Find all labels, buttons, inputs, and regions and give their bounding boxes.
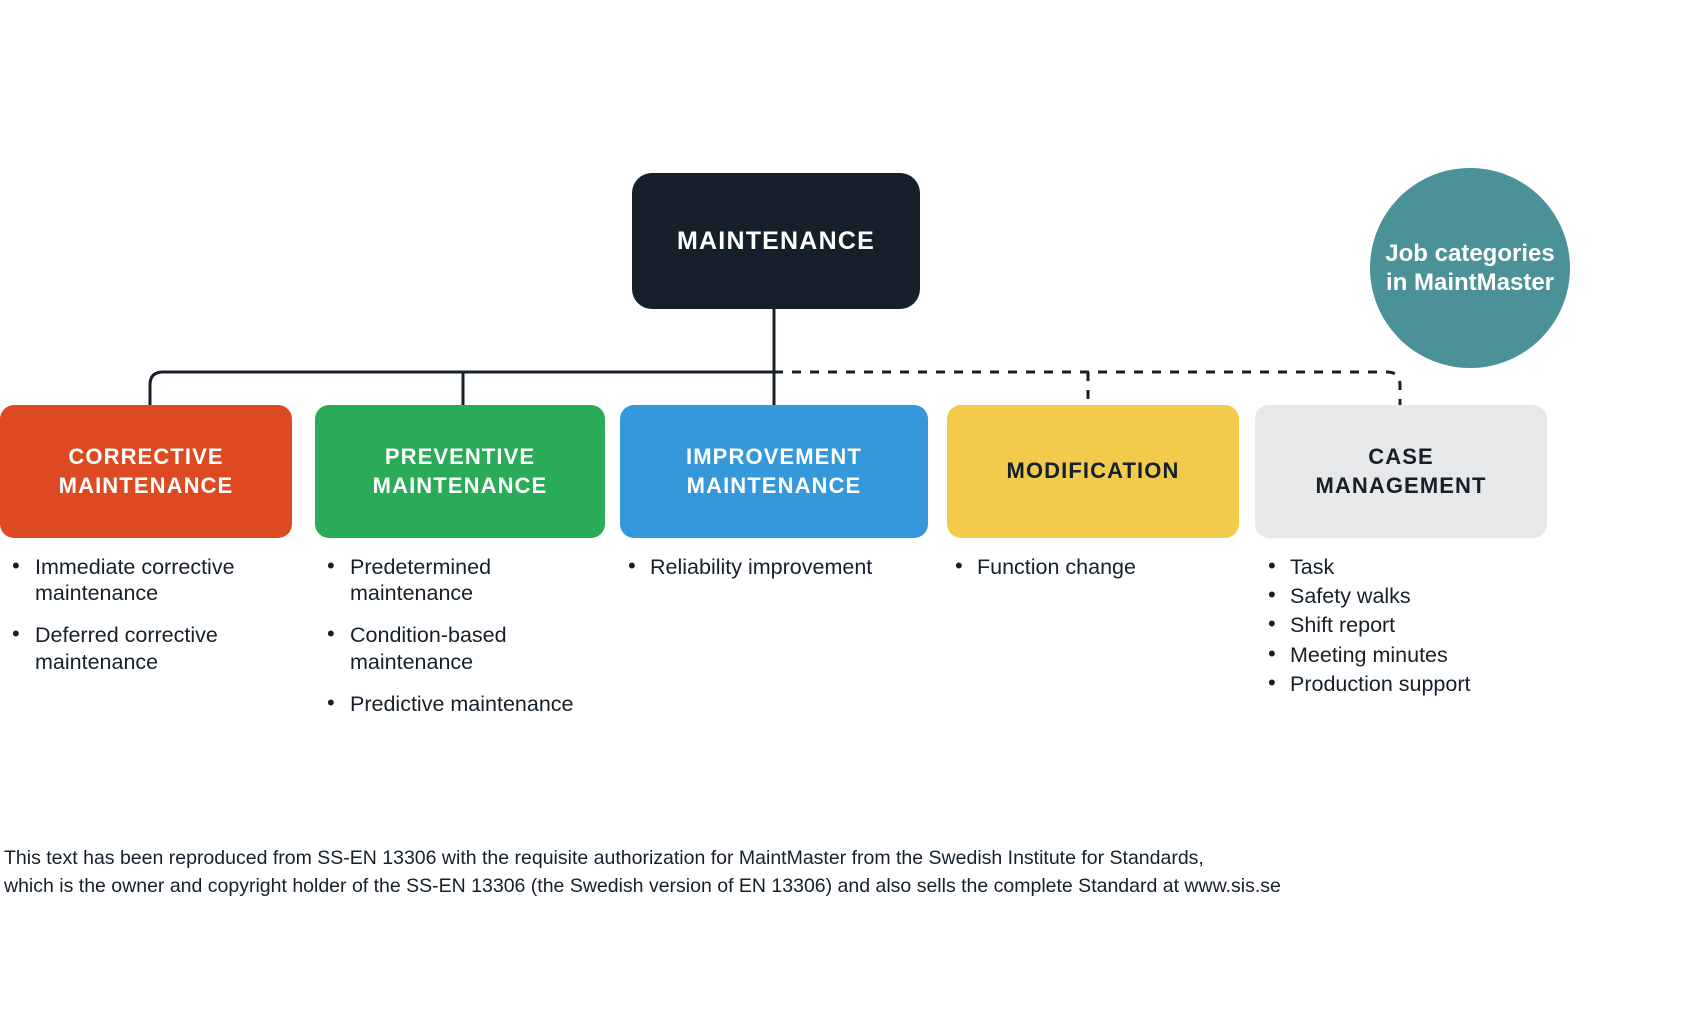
list-item: Function change (947, 553, 1239, 580)
category-title-line1: CORRECTIVE (68, 444, 224, 470)
category-items-modification: Function change (947, 553, 1239, 580)
list-item: Condition-based maintenance (315, 621, 605, 674)
list-item: Deferred corrective maintenance (0, 621, 292, 674)
list-item: Predetermined maintenance (315, 553, 605, 606)
badge-job-categories[interactable]: Job categories in MaintMaster (1370, 168, 1570, 368)
category-column-case-management: CASE MANAGEMENT Task Safety walks Shift … (1255, 405, 1547, 713)
category-box-preventive[interactable]: PREVENTIVE MAINTENANCE (315, 405, 605, 538)
category-items-preventive: Predetermined maintenance Condition-base… (315, 553, 605, 717)
list-item: Production support (1255, 670, 1547, 697)
list-item: Predictive maintenance (315, 690, 605, 717)
footnote-line-1: This text has been reproduced from SS-EN… (4, 847, 1204, 869)
category-title-line2: MAINTENANCE (372, 472, 548, 498)
category-box-corrective[interactable]: CORRECTIVE MAINTENANCE (0, 405, 292, 538)
connector-bus-dashed (774, 370, 1402, 405)
root-node-maintenance[interactable]: MAINTENANCE (632, 173, 920, 309)
list-item: Shift report (1255, 611, 1547, 638)
category-title-line2: MANAGEMENT (1315, 472, 1487, 498)
category-title-line2: MAINTENANCE (686, 472, 862, 498)
category-items-case-management: Task Safety walks Shift report Meeting m… (1255, 553, 1547, 697)
category-box-improvement[interactable]: IMPROVEMENT MAINTENANCE (620, 405, 928, 538)
category-title-improvement: IMPROVEMENT MAINTENANCE (686, 443, 862, 499)
badge-label: Job categories in MaintMaster (1377, 239, 1562, 298)
category-items-improvement: Reliability improvement (620, 553, 928, 580)
category-title-case-management: CASE MANAGEMENT (1315, 443, 1486, 499)
list-item: Task (1255, 553, 1547, 580)
connector-bus-solid (148, 370, 774, 405)
category-title-line1: IMPROVEMENT (686, 444, 862, 470)
list-item: Reliability improvement (620, 553, 928, 580)
category-items-corrective: Immediate corrective maintenance Deferre… (0, 553, 292, 675)
category-box-case-management[interactable]: CASE MANAGEMENT (1255, 405, 1547, 538)
root-node-label: MAINTENANCE (677, 226, 875, 255)
list-item: Safety walks (1255, 582, 1547, 609)
list-item: Meeting minutes (1255, 641, 1547, 668)
category-title-line2: MAINTENANCE (58, 472, 234, 498)
category-title-line1: MODIFICATION (1006, 458, 1180, 484)
category-column-modification: MODIFICATION Function change (947, 405, 1239, 596)
category-title-line1: CASE (1368, 444, 1434, 470)
badge-label-line2: in MaintMaster (1385, 269, 1555, 296)
footnote-line-2: which is the owner and copyright holder … (4, 874, 1281, 897)
category-column-corrective: CORRECTIVE MAINTENANCE Immediate correct… (0, 405, 292, 691)
category-column-preventive: PREVENTIVE MAINTENANCE Predetermined mai… (315, 405, 605, 733)
category-column-improvement: IMPROVEMENT MAINTENANCE Reliability impr… (620, 405, 928, 596)
category-title-modification: MODIFICATION (1007, 457, 1180, 485)
category-title-corrective: CORRECTIVE MAINTENANCE (59, 443, 234, 499)
category-title-preventive: PREVENTIVE MAINTENANCE (373, 443, 548, 499)
badge-label-line1: Job categories (1385, 239, 1555, 267)
category-title-line1: PREVENTIVE (384, 444, 536, 470)
list-item: Immediate corrective maintenance (0, 553, 292, 606)
footnote: This text has been reproduced from SS-EN… (4, 845, 1404, 900)
category-box-modification[interactable]: MODIFICATION (947, 405, 1239, 538)
